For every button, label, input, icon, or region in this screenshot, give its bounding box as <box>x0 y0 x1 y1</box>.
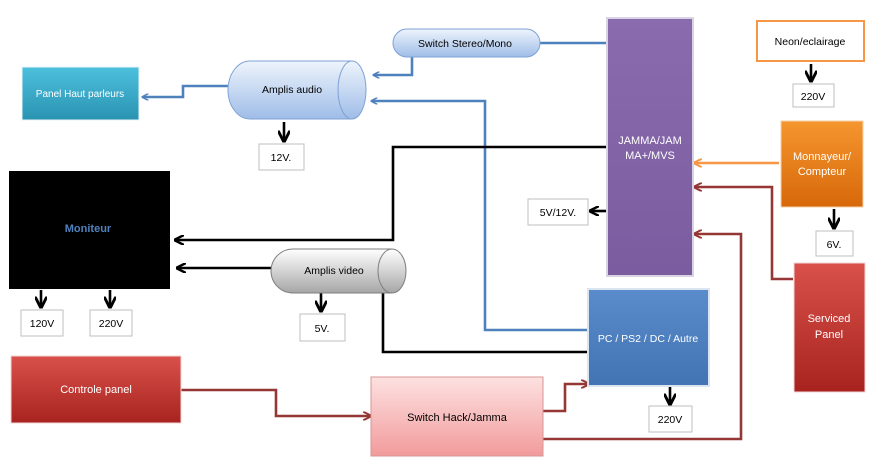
pc-node: PC / PS2 / DC / Autre <box>587 288 710 387</box>
jamma-label-line1: JAMMA/JAM <box>618 135 682 147</box>
amplis-audio-node: Amplis audio <box>227 60 367 120</box>
voltage-label: 5V. <box>315 323 330 335</box>
switch-hack-label: Switch Hack/Jamma <box>407 412 508 424</box>
controle-panel-node: Controle panel <box>10 355 182 424</box>
switch-hack-node: Switch Hack/Jamma <box>370 376 544 457</box>
wire-controle-to-switch-hack <box>181 388 370 416</box>
connectors <box>41 41 834 441</box>
voltage-boxes: 220V 12V. 5V/12V. 6V. 120V 220V 5V. 220 <box>20 83 854 433</box>
voltage-label: 220V <box>658 414 683 426</box>
pc-label: PC / PS2 / DC / Autre <box>598 333 699 345</box>
voltage-box-video: 5V. <box>299 313 346 342</box>
voltage-label: 120V <box>30 318 55 330</box>
voltage-box-jamma: 5V/12V. <box>527 198 589 226</box>
wire-pc-to-amplis-audio <box>372 101 588 332</box>
jamma-label-line2: MA+/MVS <box>625 150 675 162</box>
wire-pc-to-amplis-video <box>381 285 588 354</box>
voltage-label: 5V/12V. <box>540 207 576 219</box>
switch-stereo-node: Switch Stereo/Mono <box>392 28 541 58</box>
wire-serviced-to-jamma-top <box>695 187 793 281</box>
jamma-block: JAMMA/JAM MA+/MVS <box>606 17 694 277</box>
voltage-label: 6V. <box>827 239 842 251</box>
wire-amplis-audio-to-panel-hp <box>143 84 229 97</box>
voltage-label: 12V. <box>271 152 292 164</box>
wire-switch-hack-to-pc <box>543 384 588 413</box>
amplis-audio-label: Amplis audio <box>262 84 322 96</box>
serviced-panel-node: Serviced Panel <box>793 262 866 393</box>
moniteur-node: Moniteur <box>9 171 170 289</box>
amplis-video-node: Amplis video <box>270 248 407 294</box>
panel-hp-label: Panel Haut parleurs <box>36 89 124 100</box>
wire-switch-stereo-to-amplis-audio <box>374 56 414 75</box>
wire-switch-hack-to-jamma <box>543 234 743 441</box>
voltage-box-moniteur-220v: 220V <box>89 309 133 337</box>
monnayeur-label-line1: Monnayeur/ <box>793 151 852 163</box>
amplis-video-label: Amplis video <box>304 265 364 277</box>
controle-panel-label: Controle panel <box>60 384 132 396</box>
voltage-label: 220V <box>99 318 124 330</box>
panel-hp-node: Panel Haut parleurs <box>21 66 140 121</box>
voltage-box-moniteur-120v: 120V <box>20 309 64 337</box>
neon-node: Neon/eclairage <box>756 20 865 62</box>
voltage-label: 220V <box>801 91 826 103</box>
moniteur-label: Moniteur <box>65 223 112 235</box>
monnayeur-label-line2: Compteur <box>798 166 847 178</box>
voltage-box-neon: 220V <box>792 83 835 108</box>
serviced-label-line1: Serviced <box>808 313 851 325</box>
voltage-box-pc: 220V <box>648 405 693 433</box>
voltage-box-audio: 12V. <box>258 143 305 171</box>
serviced-label-line2: Panel <box>815 329 843 341</box>
switch-stereo-label: Switch Stereo/Mono <box>418 38 512 50</box>
neon-label: Neon/eclairage <box>775 36 846 48</box>
wire-jamma-to-moniteur <box>176 145 607 240</box>
monnayeur-node: Monnayeur/ Compteur <box>780 120 864 208</box>
voltage-box-monnayeur: 6V. <box>815 230 854 257</box>
